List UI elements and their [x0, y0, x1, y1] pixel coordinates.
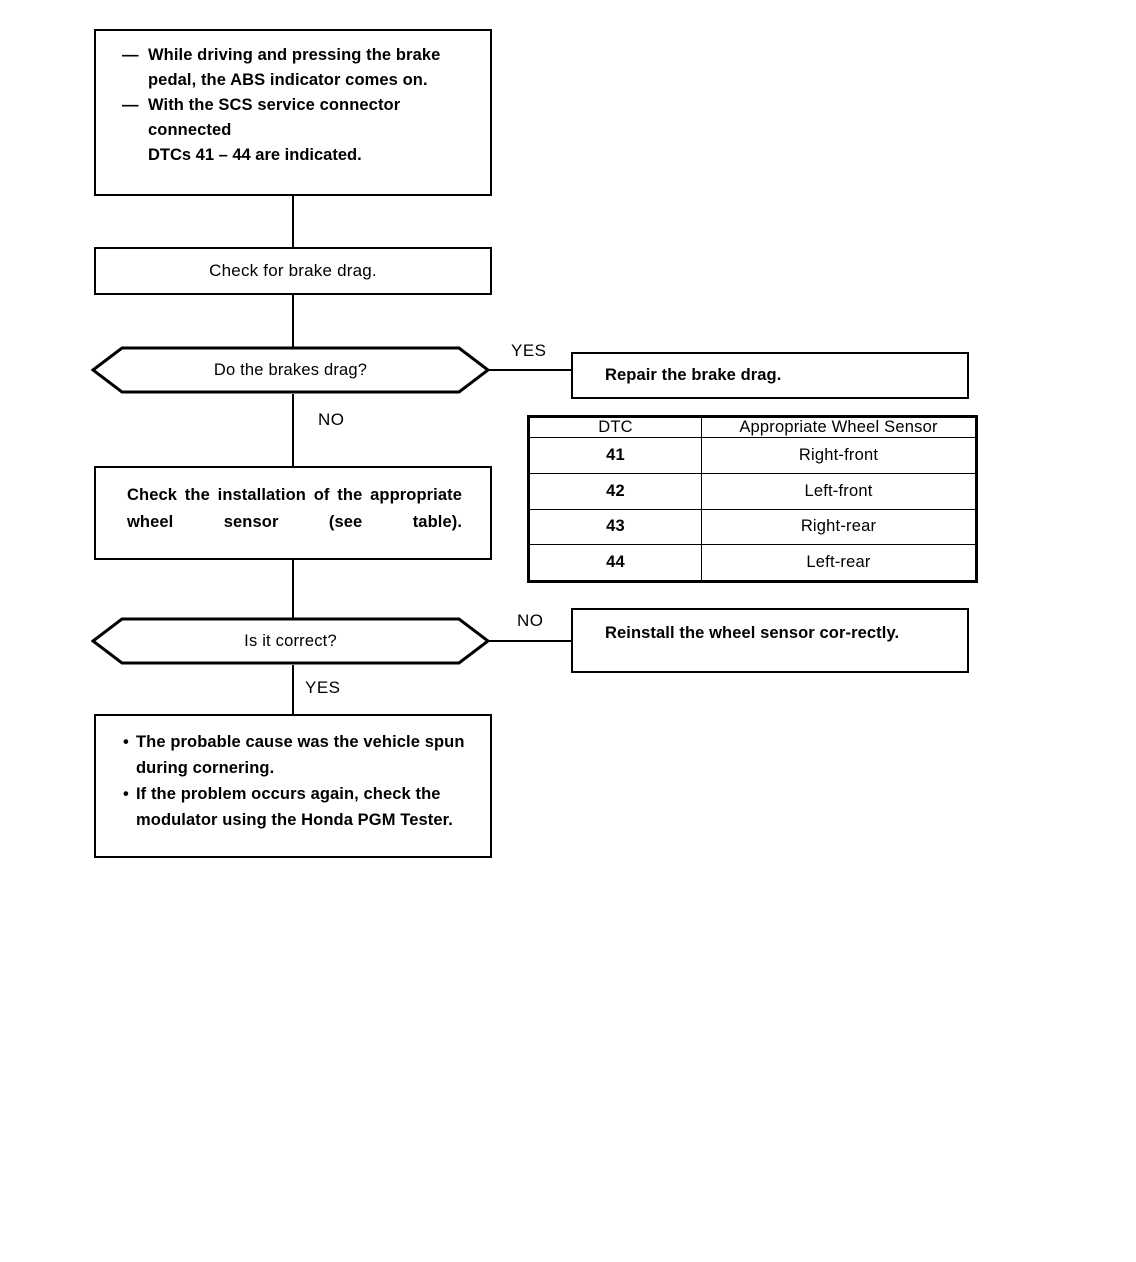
reinstall-sensor-box: Reinstall the wheel sensor cor-rectly. — [571, 608, 969, 673]
conclusion-item-text: If the problem occurs again, check the m… — [136, 785, 453, 829]
table-cell-dtc: 43 — [529, 508, 702, 546]
conclusion-item: • The probable cause was the vehicle spu… — [123, 729, 476, 781]
symptom-item: — While driving and pressing the brake p… — [122, 43, 472, 93]
conclusion-item-text: The probable cause was the vehicle spun … — [136, 733, 465, 777]
symptom-dtc-line: DTCs 41 – 44 are indicated. — [148, 146, 362, 164]
branch-label-yes: YES — [305, 678, 341, 697]
conclusion-item: • If the problem occurs again, check the… — [123, 781, 476, 833]
table-row: 43 Right-rear — [529, 508, 976, 546]
check-brake-drag-text: Check for brake drag. — [209, 261, 377, 280]
decision-do-the-brakes-drag: Do the brakes drag? — [91, 346, 490, 394]
connector-no-to-reinstall — [488, 640, 571, 642]
reinstall-sensor-text: Reinstall the wheel sensor cor-rectly. — [605, 624, 900, 642]
symptom-item-text: While driving and pressing the brake ped… — [148, 46, 441, 89]
dtc-table-grid: DTC Appropriate Wheel Sensor 41 Right-fr… — [529, 417, 976, 581]
symptom-item-text: With the SCS service connector connected — [148, 96, 401, 139]
bullet-icon: • — [123, 733, 129, 751]
table-cell-dtc: 42 — [529, 472, 702, 510]
dtc-reference-table: DTC Appropriate Wheel Sensor 41 Right-fr… — [527, 415, 978, 583]
connector-yes-to-repair — [488, 369, 571, 371]
dash-marker: — — [122, 46, 139, 64]
decision-label: Do the brakes drag? — [213, 360, 368, 379]
table-header-sensor: Appropriate Wheel Sensor — [701, 417, 976, 438]
conclusion-list: • The probable cause was the vehicle spu… — [123, 729, 476, 833]
decision-is-it-correct: Is it correct? — [91, 617, 490, 665]
bullet-icon: • — [123, 785, 129, 803]
symptom-item: — With the SCS service connector connect… — [122, 93, 472, 143]
repair-brake-drag-text: Repair the brake drag. — [605, 366, 782, 384]
conclusion-box: • The probable cause was the vehicle spu… — [94, 714, 492, 858]
table-header-dtc: DTC — [529, 417, 702, 438]
repair-brake-drag-box: Repair the brake drag. — [571, 352, 969, 399]
dash-marker: — — [122, 96, 139, 114]
table-cell-dtc: 44 — [529, 544, 702, 581]
table-cell-sensor: Left-rear — [701, 544, 976, 581]
connector-check-install-to-decision — [292, 560, 294, 619]
check-installation-text: Check the installation of the appropriat… — [127, 486, 462, 531]
table-row: 41 Right-front — [529, 437, 976, 474]
connector-yes-to-conclusion — [292, 665, 294, 714]
check-brake-drag-box: Check for brake drag. — [94, 247, 492, 295]
connector-symptom-to-check-drag — [292, 196, 294, 247]
connector-no-to-check-install — [292, 394, 294, 466]
symptom-list: — While driving and pressing the brake p… — [122, 43, 472, 168]
table-cell-dtc: 41 — [529, 437, 702, 474]
decision-label: Is it correct? — [244, 631, 337, 650]
table-header-row: DTC Appropriate Wheel Sensor — [529, 417, 976, 438]
table-cell-sensor: Right-rear — [701, 508, 976, 546]
branch-label-yes: YES — [511, 341, 547, 360]
table-cell-sensor: Right-front — [701, 437, 976, 474]
symptom-box: — While driving and pressing the brake p… — [94, 29, 492, 196]
branch-label-no: NO — [318, 410, 345, 429]
connector-check-drag-to-decision — [292, 295, 294, 348]
branch-label-no: NO — [517, 611, 544, 630]
table-row: 44 Left-rear — [529, 544, 976, 581]
table-row: 42 Left-front — [529, 472, 976, 510]
check-installation-box: Check the installation of the appropriat… — [94, 466, 492, 560]
table-cell-sensor: Left-front — [701, 472, 976, 510]
